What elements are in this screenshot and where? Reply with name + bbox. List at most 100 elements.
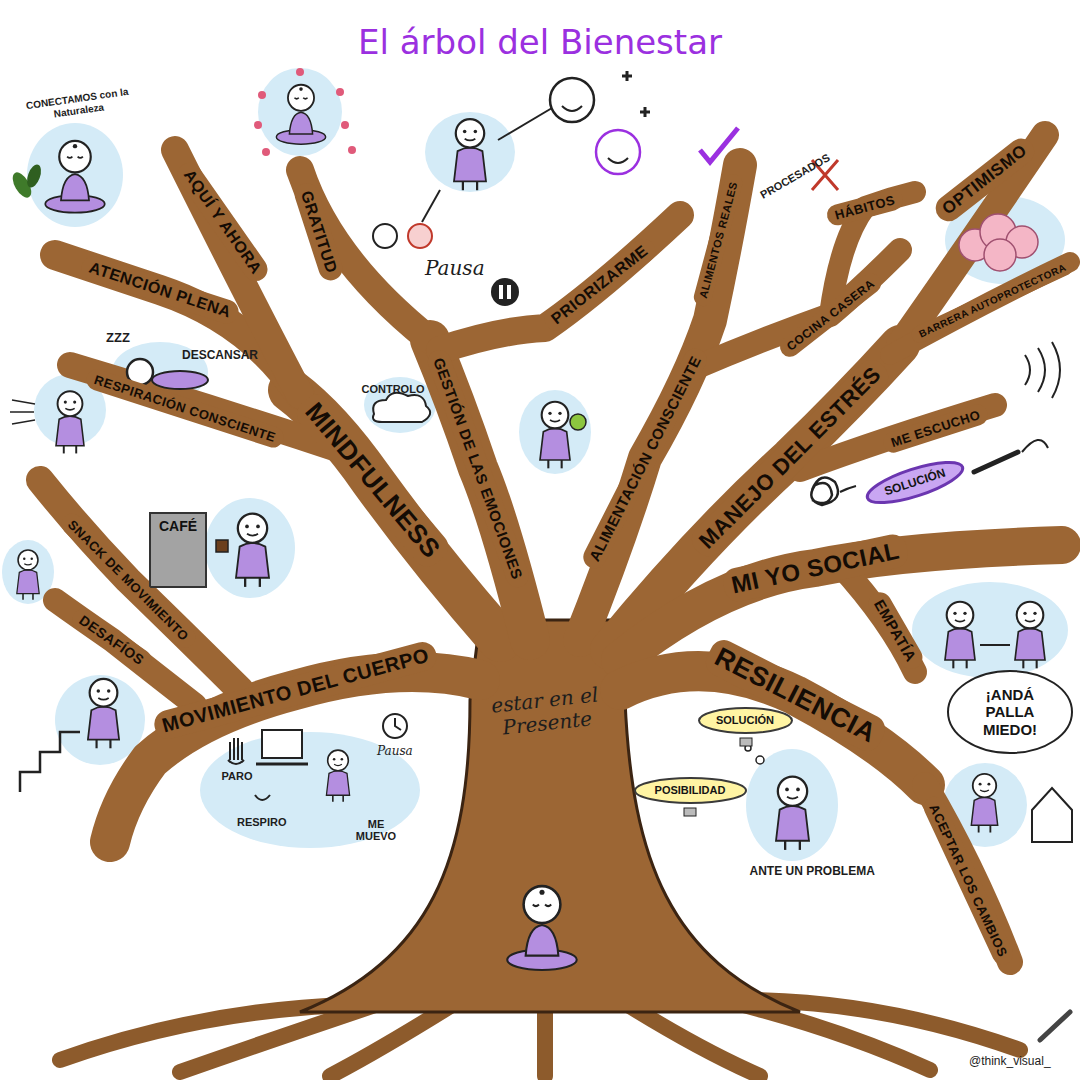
- branch-band: RESILIENCIA: [701, 635, 889, 755]
- meditating-figure: [45, 141, 105, 213]
- empathy-figure: [945, 602, 975, 669]
- idea-bulb: POSIBILIDAD: [633, 776, 748, 805]
- node-text: SOLUCIÓN: [715, 714, 775, 727]
- branch: [610, 345, 900, 650]
- sound-waves: [1025, 342, 1060, 398]
- shape-ellipse: [635, 778, 746, 803]
- node-text: ¡ANDÁ PALLA MIEDO!: [970, 686, 1050, 738]
- nose-icon: [255, 795, 270, 800]
- heart: [348, 146, 356, 154]
- speech-bubble: ¡ANDÁ PALLA MIEDO!: [946, 669, 1074, 755]
- note-label: ZZZ: [106, 331, 130, 346]
- node-text: ATENCIÓN PLENA: [87, 259, 233, 322]
- thought-dot: [756, 756, 764, 764]
- branch-band: DESAFÍOS: [68, 605, 156, 676]
- note-label: RESPIRO: [237, 816, 287, 829]
- pen-icon: [1040, 1012, 1070, 1040]
- magnifier-lens: SOLUCIÓN: [861, 451, 969, 513]
- laptop-screen: [262, 730, 302, 758]
- branch: [440, 215, 680, 350]
- hand-line: [422, 190, 440, 222]
- shouting-figure: [971, 774, 997, 833]
- note-label: @think_visual_: [969, 1055, 1051, 1069]
- breathing-figure: [56, 391, 84, 453]
- house: [1032, 788, 1072, 842]
- branches: [40, 135, 1070, 962]
- node-text: POSIBILIDAD: [654, 784, 726, 797]
- node-text: PRIORIZARME: [548, 242, 652, 329]
- heart: [341, 121, 349, 129]
- coffee-cup: [216, 540, 228, 552]
- tangle-scribble: [811, 478, 838, 506]
- coffee-figure: [236, 514, 269, 587]
- blob: [519, 390, 591, 474]
- shape-ellipse: [863, 454, 966, 511]
- sleeping-body: [152, 371, 208, 389]
- bulb-base: [740, 738, 752, 746]
- node-text: HÁBITOS: [833, 192, 897, 222]
- thought-cloud: [373, 393, 430, 422]
- happy-face: [550, 78, 594, 122]
- branch-band: PRIORIZARME: [540, 234, 660, 335]
- breath-lines: [10, 400, 35, 424]
- blob: [912, 582, 1068, 678]
- stop-hand: [228, 738, 244, 764]
- squiggle: [1022, 440, 1048, 452]
- heart: [296, 68, 304, 76]
- cafe-door: CAFÉ: [149, 512, 207, 588]
- pause-bar: [507, 285, 511, 299]
- clock-hands: [395, 718, 401, 730]
- clock-icon: [383, 714, 407, 738]
- note-label: PARO: [222, 770, 253, 783]
- heart: [262, 148, 270, 156]
- climbing-figure: [88, 679, 119, 748]
- shape-ellipse: [948, 671, 1072, 753]
- branch: [430, 340, 530, 640]
- blob: [27, 123, 123, 227]
- brain-lobe: [984, 239, 1016, 271]
- untangled-line: [840, 486, 856, 492]
- branch: [40, 480, 240, 690]
- bulb-base: [684, 808, 696, 816]
- check-mark: [700, 128, 738, 162]
- running-figure: [17, 550, 39, 600]
- heart: [258, 91, 266, 99]
- node-text: ALIMENTACIÓN CONSCIENTE: [586, 353, 705, 564]
- idea-bulb: SOLUCIÓN: [697, 706, 794, 735]
- handwritten-note: Pausa: [377, 745, 413, 759]
- angry-face: [373, 224, 397, 248]
- prioritizing-figure: [454, 119, 486, 190]
- node-text: CAFÉ: [159, 518, 197, 534]
- blob: [746, 749, 838, 861]
- brain: [959, 214, 1038, 271]
- pause-bar: [499, 285, 503, 299]
- laptop-base: [256, 763, 308, 766]
- note-label: PROCESADOS: [758, 151, 832, 201]
- moving-figure: [326, 750, 349, 802]
- hand-line: [498, 108, 552, 140]
- shape-ellipse: [699, 708, 792, 733]
- handwritten-note: Pausa: [425, 257, 485, 280]
- note-label: ME MUEVO: [351, 818, 401, 843]
- blob: [258, 68, 342, 156]
- empathy-figure: [1015, 602, 1045, 669]
- smile: [562, 106, 582, 111]
- stairs: [20, 732, 80, 792]
- pause-icon: [491, 278, 519, 306]
- plus-signs: [622, 71, 650, 117]
- blob: [205, 498, 295, 598]
- note-label: ANTE UN PROBLEMA: [750, 865, 875, 879]
- note-label: CONTROLO: [362, 383, 425, 396]
- note-label: CONECTAMOS con la Naturaleza: [22, 85, 134, 123]
- note-label: DESCANSAR: [182, 349, 258, 363]
- smile: [608, 158, 628, 163]
- magnifier-handle: [974, 452, 1018, 472]
- branch: [925, 785, 1010, 962]
- branch: [175, 150, 300, 395]
- heart: [254, 121, 262, 129]
- grateful-figure: [276, 85, 325, 144]
- figures: [9, 68, 1072, 1040]
- node-text: DESAFÍOS: [76, 612, 147, 668]
- blob: [425, 112, 515, 192]
